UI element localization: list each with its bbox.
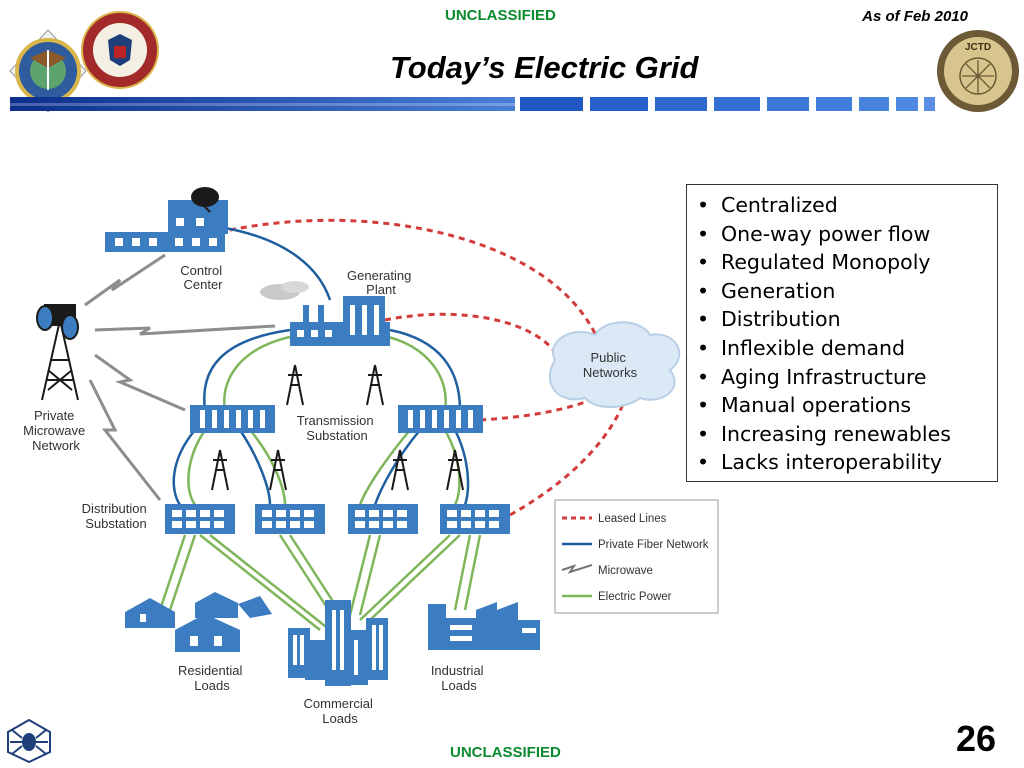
spider-emblem-icon [7, 718, 51, 764]
list-item: Distribution [697, 305, 997, 334]
public-networks-cloud-icon [548, 321, 681, 408]
commercial-buildings-icon [288, 600, 388, 686]
list-item: Manual operations [697, 391, 997, 420]
industrial-loads-label: Industrial Loads [431, 663, 487, 693]
legend-label-fiber: Private Fiber Network [598, 539, 709, 551]
legend-label-microwave: Microwave [598, 565, 653, 577]
generating-plant-icon [260, 281, 390, 346]
classification-top: UNCLASSIFIED [445, 7, 556, 24]
legend-label-leased: Leased Lines [598, 513, 667, 525]
microwave-tower-icon [36, 304, 79, 401]
generating-plant-label: Generating Plant [347, 268, 415, 297]
classification-bottom: UNCLASSIFIED [450, 744, 561, 761]
microwave-links [84, 253, 276, 501]
public-networks-label: Public Networks [583, 350, 638, 380]
list-item: Regulated Monopoly [697, 248, 997, 277]
transmission-substation-right-icon [398, 405, 483, 433]
page-title: Today’s Electric Grid [390, 50, 699, 85]
list-item: Increasing renewables [697, 420, 997, 449]
microwave-network-label: Private Microwave Network [23, 408, 89, 453]
residential-loads-label: Residential Loads [178, 663, 246, 693]
legend-label-power: Electric Power [598, 591, 672, 603]
header-divider-bars [10, 97, 935, 111]
distribution-substation-label: Distribution Substation [82, 501, 151, 531]
fiber-network-lines [172, 226, 470, 506]
list-item: Lacks interoperability [697, 448, 997, 477]
date-label: As of Feb 2010 [862, 8, 968, 25]
list-item: Inflexible demand [697, 334, 997, 363]
list-item: Aging Infrastructure [697, 363, 997, 392]
list-item: Generation [697, 277, 997, 306]
control-center-label: Control Center [180, 263, 226, 292]
electric-grid-diagram: Control Center Generating Plant Public N… [23, 187, 719, 726]
control-center-icon [105, 187, 228, 252]
transmission-substation-label: Transmission Substation [297, 413, 377, 443]
northcom-seal-icon [81, 11, 159, 89]
list-item: Centralized [697, 191, 997, 220]
legend-swatch-microwave [561, 564, 593, 574]
distribution-substations-icon [165, 504, 510, 534]
characteristics-list: Centralized One-way power flow Regulated… [687, 185, 997, 477]
slide-number: 26 [955, 718, 996, 759]
commercial-loads-label: Commercial Loads [304, 696, 377, 726]
list-item: One-way power flow [697, 220, 997, 249]
transmission-towers-icon [211, 364, 464, 491]
residential-houses-icon [125, 592, 272, 652]
diagram-legend: Leased Lines Private Fiber Network Micro… [554, 499, 719, 614]
jctd-seal-icon: JCTD [937, 30, 1019, 112]
industrial-plant-icon [428, 602, 540, 650]
characteristics-box: Centralized One-way power flow Regulated… [686, 184, 998, 482]
transmission-substation-left-icon [190, 405, 275, 433]
svg-text:JCTD: JCTD [965, 42, 991, 53]
